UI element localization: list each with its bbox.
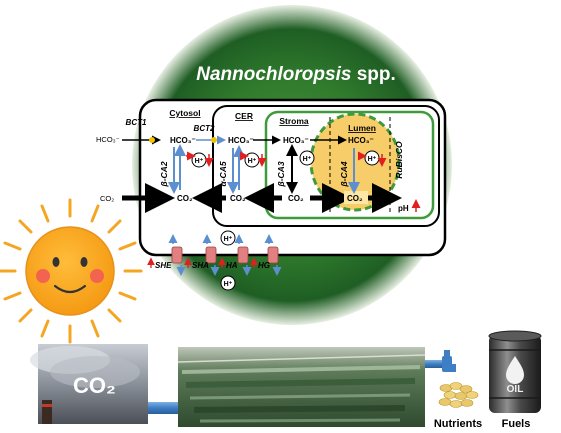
proton-lumen-label: H⁺ <box>368 156 377 163</box>
pump-hg: HG <box>250 234 282 276</box>
barrel-oil-label: OIL <box>507 384 524 395</box>
label-enzyme-aca5: α-CA5 <box>218 161 228 186</box>
title-suffix: spp. <box>351 64 395 85</box>
label-fuels: Fuels <box>502 418 531 430</box>
label-bct1: BCT1 <box>126 118 147 127</box>
label-stroma: Stroma <box>279 116 309 126</box>
title-genus: Nannochloropsis <box>196 64 351 85</box>
transporter-bct2 <box>211 137 217 143</box>
proton-stroma: H⁺ <box>299 150 315 166</box>
label-co2-external: CO₂ <box>100 194 114 203</box>
raceway-ponds-photo <box>177 347 426 427</box>
proton-cytosol-label: H⁺ <box>195 158 204 165</box>
tap-icon <box>425 350 456 372</box>
nutrients-pellets <box>438 382 479 408</box>
pump-hg-label: HG <box>258 261 270 270</box>
co2-photo-label: CO₂ <box>73 373 116 398</box>
label-cytosol: Cytosol <box>169 108 200 118</box>
pump-ha: HA <box>218 234 252 276</box>
pump-she: SHE <box>147 234 186 276</box>
label-hco3-stroma: HCO₃⁻ <box>283 136 309 145</box>
proton-extracellular-bottom-label: H⁺ <box>224 281 233 288</box>
label-enzyme-bca4: β-CA4 <box>339 161 349 187</box>
proton-cer: H⁺ <box>244 152 260 168</box>
proton-cytosol: H⁺ <box>191 152 207 168</box>
pump-sha-label: SHA <box>192 261 209 270</box>
proton-lumen: H⁺ <box>364 150 380 166</box>
label-co2-cer: CO₂ <box>230 194 246 203</box>
label-enzyme-bca3: β-CA3 <box>276 161 286 187</box>
label-hco3-lumen: HCO₃⁻ <box>348 136 374 145</box>
proton-extracellular-top: H⁺ <box>220 230 236 246</box>
label-lumen: Lumen <box>348 123 376 133</box>
pump-ha-label: HA <box>226 261 238 270</box>
oil-barrel-icon: OIL <box>488 330 542 413</box>
label-nutrients: Nutrients <box>434 418 482 430</box>
proton-cer-label: H⁺ <box>248 158 257 165</box>
co2-photo-text: CO₂ <box>73 373 116 398</box>
label-bct2: BCT2 <box>194 124 215 133</box>
co2-pipe <box>148 402 180 414</box>
label-hco3-cer: HCO₃⁻ <box>228 136 254 145</box>
label-cer: CER <box>235 111 253 121</box>
label-hco3-external: HCO₃⁻ <box>96 135 120 144</box>
label-hco3-cytosol: HCO₃⁻ <box>170 136 196 145</box>
transporter-bct1 <box>149 137 155 143</box>
sun-illustration <box>0 198 143 344</box>
pump-sha: SHA <box>184 234 220 276</box>
label-ph: pH <box>398 204 409 213</box>
pump-she-label: SHE <box>155 261 172 270</box>
label-enzyme-bca2: β-CA2 <box>159 161 169 187</box>
proton-stroma-label: H⁺ <box>303 156 312 163</box>
smokestack-photo: CO₂ <box>30 344 148 424</box>
label-co2-stroma: CO₂ <box>288 194 304 203</box>
label-enzyme-rubisco: RuBisCO <box>394 141 404 179</box>
proton-extracellular-top-label: H⁺ <box>224 236 233 243</box>
cell-title: Nannochloropsis spp. <box>196 64 396 85</box>
label-co2-lumen: CO₂ <box>347 194 363 203</box>
proton-extracellular-bottom: H⁺ <box>220 275 236 291</box>
co2-lumen-highlight <box>344 191 368 204</box>
label-co2-cytosol: CO₂ <box>177 194 193 203</box>
